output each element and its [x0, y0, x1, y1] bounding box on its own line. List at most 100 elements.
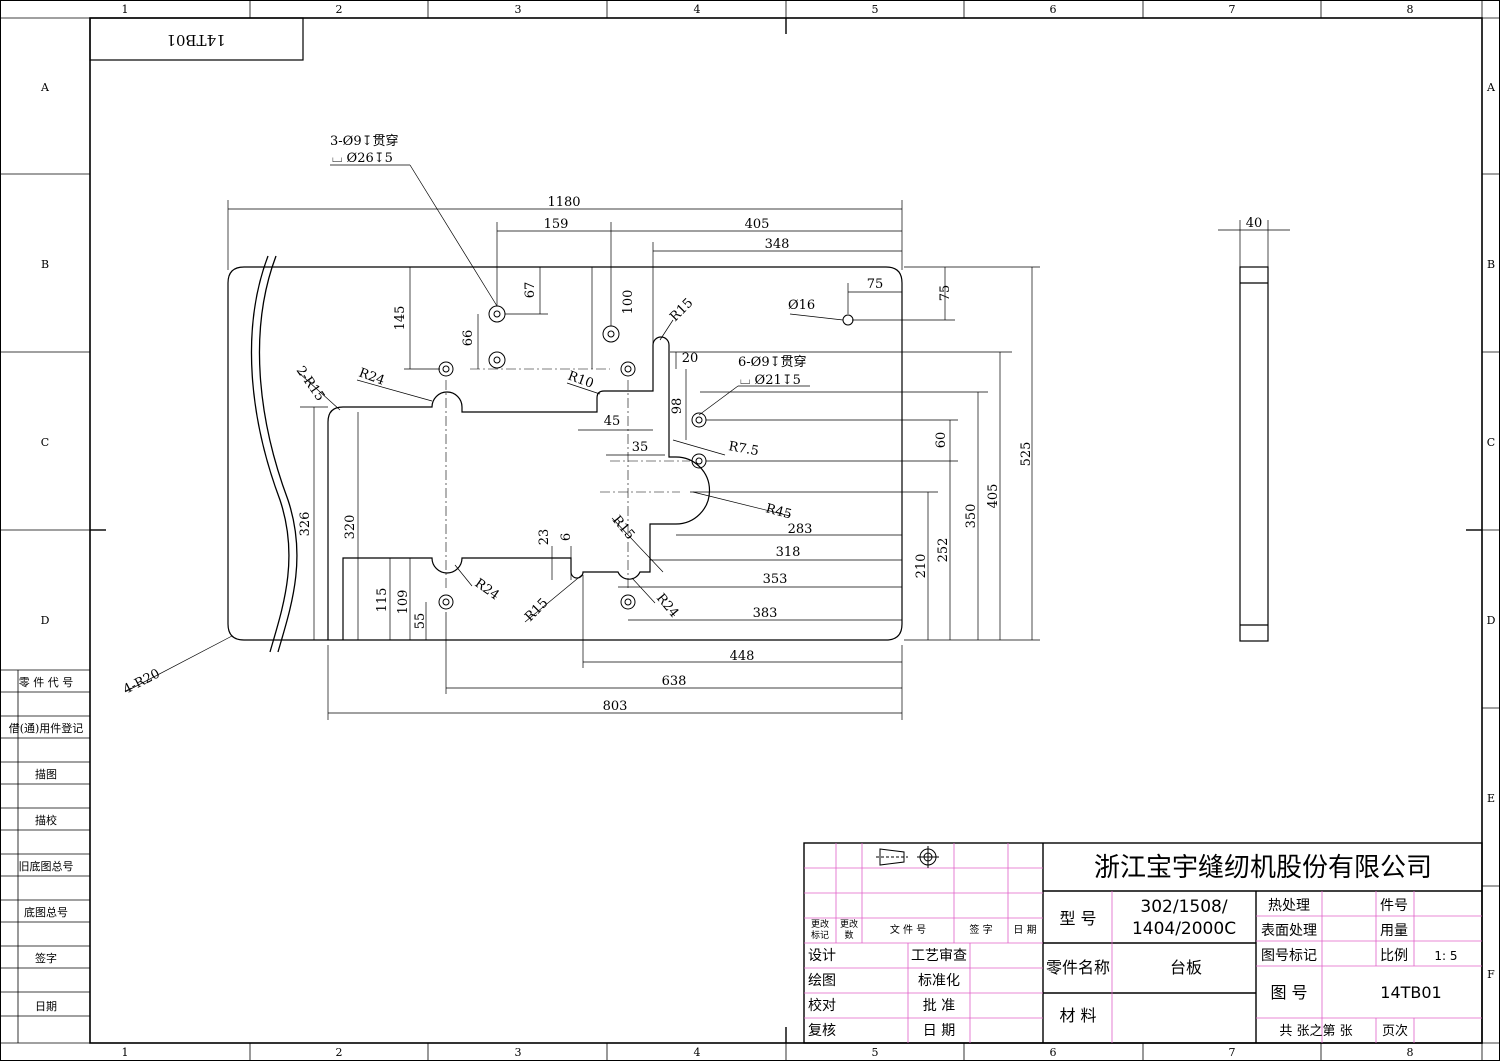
- radius-r24-bottom: R24: [472, 576, 502, 603]
- hole-note-3-line1: 3-Ø9↧贯穿: [330, 133, 399, 149]
- zone-letter-right: A: [1486, 81, 1496, 94]
- revision-mark-header: 更改标记: [811, 918, 829, 941]
- signoff-approve: 批 准: [923, 998, 955, 1014]
- strip-label-part-code: 零 件 代 号: [19, 676, 74, 689]
- zone-number-bottom: 4: [694, 1046, 701, 1059]
- material-label: 材 料: [1059, 1006, 1096, 1025]
- zone-number-top: 4: [694, 3, 701, 16]
- projection-symbol-icon: [876, 846, 939, 868]
- dim-210: 210: [914, 554, 929, 579]
- strip-label-signature: 签字: [35, 951, 57, 965]
- dim-383: 383: [753, 606, 778, 621]
- dim-326: 326: [298, 512, 313, 537]
- dim-159: 159: [544, 217, 569, 232]
- side-view: [1239, 266, 1269, 642]
- model-value-line2: 1404/2000C: [1132, 919, 1236, 939]
- counterbore-hole: [488, 351, 506, 369]
- scale-label: 比例: [1380, 948, 1408, 964]
- dim-100: 100: [621, 290, 636, 315]
- corner-code: 14TB01: [166, 31, 225, 49]
- drawing-no-value: 14TB01: [1380, 983, 1441, 1002]
- dim-98: 98: [670, 398, 685, 415]
- mounting-holes: [438, 305, 854, 610]
- dimension-texts: 1180 159 405 348 75 45 35 20 283 318 353…: [298, 195, 1262, 714]
- center-lines: [445, 368, 690, 590]
- quantity-label: 用量: [1380, 923, 1408, 939]
- dim-35: 35: [632, 440, 649, 455]
- zone-number-top: 7: [1229, 3, 1236, 16]
- dim-405-top: 405: [745, 217, 770, 232]
- scale-value: 1: 5: [1434, 949, 1457, 963]
- dim-448: 448: [730, 649, 755, 664]
- radius-r7-5: R7.5: [727, 439, 760, 459]
- zone-number-top: 8: [1407, 3, 1414, 16]
- leader-lines: [124, 164, 844, 693]
- zone-labels: 1 2 3 4 5 6 7 8 1 2 3 4 5 6 7 8 A B C D …: [40, 3, 1496, 1059]
- dim-75-v: 75: [938, 285, 953, 302]
- drawing-no-label: 图 号: [1270, 983, 1307, 1002]
- radius-r15-top: R15: [667, 296, 696, 325]
- signoff-process-review: 工艺审查: [911, 948, 967, 964]
- radius-4-r20: 4-R20: [121, 666, 163, 697]
- zone-number-bottom: 3: [515, 1046, 522, 1059]
- annotation-texts: 3-Ø9↧贯穿 ⌴ Ø26↧5 6-Ø9↧贯穿 ⌴ Ø21↧5 Ø16 2-R1…: [121, 133, 815, 698]
- radius-2-r15: 2-R15: [293, 364, 328, 405]
- counterbore-hole: [620, 594, 636, 610]
- table-board-outline: [227, 255, 903, 653]
- radius-r15-mid: R15: [609, 513, 637, 543]
- radius-r45: R45: [764, 501, 793, 522]
- dim-115: 115: [375, 588, 390, 613]
- dim-6: 6: [559, 533, 574, 541]
- dim-405-right: 405: [986, 484, 1001, 509]
- dim-145: 145: [393, 306, 408, 331]
- signoff-drawing: 绘图: [808, 973, 836, 989]
- dim-75-h: 75: [867, 277, 884, 292]
- radius-r10: R10: [566, 369, 596, 392]
- revision-date-header: 日 期: [1013, 924, 1036, 936]
- dim-252: 252: [936, 538, 951, 563]
- heat-treatment-label: 热处理: [1268, 898, 1310, 914]
- zone-number-top: 3: [515, 3, 522, 16]
- model-label: 型 号: [1059, 909, 1096, 928]
- strip-label-borrow-register: 借(通)用件登记: [9, 721, 84, 735]
- signoff-date: 日 期: [923, 1023, 955, 1039]
- signoff-review: 复核: [808, 1022, 836, 1039]
- counterbore-hole: [620, 361, 636, 377]
- zone-letter-right: B: [1487, 258, 1495, 271]
- dim-67: 67: [523, 282, 538, 299]
- dim-60: 60: [934, 432, 949, 449]
- zone-letter-left: B: [41, 258, 49, 271]
- zone-letter-left: D: [41, 614, 50, 627]
- left-strip: [0, 670, 90, 1043]
- dim-283: 283: [788, 522, 813, 537]
- part-no-label: 件号: [1380, 898, 1408, 914]
- zone-number-bottom: 5: [872, 1046, 879, 1059]
- strip-label-old-base-no: 旧底图总号: [19, 859, 74, 873]
- dim-66: 66: [461, 330, 476, 347]
- dim-318: 318: [776, 545, 801, 560]
- dim-23: 23: [537, 529, 552, 546]
- dim-20: 20: [682, 351, 699, 366]
- counterbore-hole: [602, 325, 620, 343]
- dim-803: 803: [603, 699, 628, 714]
- zone-letter-left: A: [40, 81, 50, 94]
- signoff-design: 设计: [808, 948, 836, 964]
- hole-note-3-line2: ⌴ Ø26↧5: [332, 151, 393, 166]
- sheet-label: 共 张之第 张: [1279, 1024, 1352, 1039]
- revision-sign-header: 签 字: [969, 923, 992, 936]
- zone-number-bottom: 2: [336, 1046, 343, 1059]
- dim-638: 638: [662, 674, 687, 689]
- strip-label-tracing: 描图: [35, 767, 57, 781]
- signoff-standardization: 标准化: [918, 973, 960, 989]
- hole-note-6-line2: ⌴ Ø21↧5: [740, 373, 801, 388]
- hole-note-single: Ø16: [788, 298, 815, 313]
- surface-treatment-label: 表面处理: [1261, 923, 1317, 939]
- drawing-mark-label: 图号标记: [1261, 948, 1317, 964]
- model-value-line1: 302/1508/: [1140, 897, 1227, 917]
- signoff-check: 校对: [808, 997, 836, 1014]
- zone-number-bottom: 6: [1050, 1046, 1057, 1059]
- page-label: 页次: [1382, 1023, 1408, 1039]
- strip-label-trace-check: 描校: [35, 813, 57, 827]
- counterbore-hole: [488, 305, 506, 323]
